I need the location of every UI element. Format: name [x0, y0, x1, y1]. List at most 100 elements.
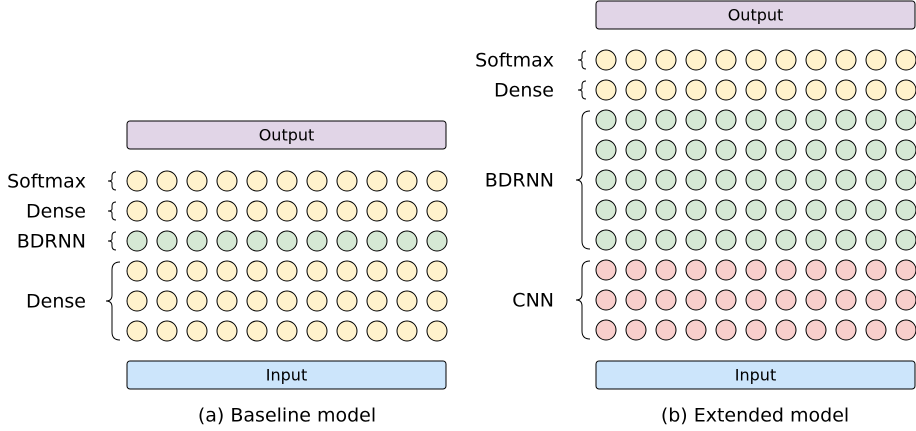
output-label: Output — [259, 126, 315, 145]
layer-group-bdrnn: BDRNN — [485, 109, 916, 251]
neuron-node — [625, 229, 647, 251]
input-box: Input — [595, 360, 916, 390]
neuron-node — [595, 139, 617, 161]
layer-label: BDRNN — [485, 170, 554, 192]
neuron-node — [805, 199, 827, 221]
neuron-node — [336, 320, 358, 342]
neuron-node — [306, 230, 328, 252]
neuron-node — [396, 170, 418, 192]
neuron-node — [715, 229, 737, 251]
layer-brace — [577, 50, 587, 70]
neuron-node — [186, 170, 208, 192]
neuron-node — [835, 79, 857, 101]
neuron-node — [276, 260, 298, 282]
neuron-node — [715, 79, 737, 101]
neuron-node — [745, 109, 767, 131]
neuron-node — [895, 199, 916, 221]
neuron-node — [595, 229, 617, 251]
neuron-node — [306, 170, 328, 192]
neuron-node — [685, 49, 707, 71]
layer-brace — [107, 201, 117, 221]
neuron-node — [895, 259, 916, 281]
neuron-node — [835, 199, 857, 221]
layer-group-cnn: CNN — [512, 259, 916, 341]
layer-group-softmax: Softmax — [7, 170, 448, 193]
layer-brace — [577, 80, 587, 100]
layer-group-softmax: Softmax — [475, 49, 916, 72]
neuron-node — [625, 109, 647, 131]
neuron-node — [246, 320, 268, 342]
neuron-node — [715, 199, 737, 221]
layer-brace — [575, 110, 591, 250]
neuron-node — [595, 289, 617, 311]
neuron-node — [715, 319, 737, 341]
neuron-node — [835, 289, 857, 311]
layer-label: Dense — [26, 291, 86, 313]
neuron-node — [895, 289, 916, 311]
layer-group-dense: Dense — [26, 260, 448, 342]
neuron-node — [685, 79, 707, 101]
layer-brace — [105, 261, 121, 341]
output-box-rect — [126, 120, 447, 150]
neuron-node — [685, 169, 707, 191]
neuron-node — [775, 229, 797, 251]
neuron-node — [805, 169, 827, 191]
neuron-node — [685, 139, 707, 161]
neuron-node — [685, 259, 707, 281]
neuron-node — [715, 139, 737, 161]
neuron-node — [805, 229, 827, 251]
neuron-node — [895, 169, 916, 191]
neuron-node — [246, 230, 268, 252]
layer-brace — [575, 260, 591, 340]
input-box-rect — [126, 360, 447, 390]
neuron-node — [655, 229, 677, 251]
neuron-node — [865, 109, 887, 131]
neuron-node — [655, 289, 677, 311]
neuron-node — [336, 290, 358, 312]
neuron-node — [426, 290, 448, 312]
neuron-node — [216, 320, 238, 342]
neuron-node — [775, 79, 797, 101]
neuron-node — [685, 289, 707, 311]
neuron-node — [745, 229, 767, 251]
layer-label: Softmax — [475, 50, 554, 72]
layer-brace — [107, 231, 117, 251]
neuron-node — [805, 49, 827, 71]
neuron-node — [775, 169, 797, 191]
neuron-node — [156, 260, 178, 282]
neuron-node — [595, 109, 617, 131]
neuron-node — [396, 320, 418, 342]
neuron-node — [276, 170, 298, 192]
neuron-node — [216, 260, 238, 282]
neuron-node — [865, 49, 887, 71]
neuron-node — [865, 169, 887, 191]
neuron-node — [655, 169, 677, 191]
neuron-node — [745, 319, 767, 341]
neuron-node — [366, 260, 388, 282]
neuron-node — [276, 230, 298, 252]
neuron-node — [216, 200, 238, 222]
neuron-node — [246, 170, 268, 192]
neuron-node — [426, 230, 448, 252]
output-box-rect — [595, 0, 916, 30]
input-box: Input — [126, 360, 447, 390]
neuron-node — [396, 290, 418, 312]
input-label: Input — [735, 366, 776, 385]
neuron-node — [216, 290, 238, 312]
neuron-node — [595, 259, 617, 281]
neuron-node — [336, 260, 358, 282]
neuron-node — [276, 200, 298, 222]
neuron-node — [186, 200, 208, 222]
neuron-node — [595, 49, 617, 71]
neuron-node — [655, 49, 677, 71]
neuron-node — [685, 109, 707, 131]
neuron-node — [715, 259, 737, 281]
neuron-node — [895, 109, 916, 131]
neuron-node — [366, 290, 388, 312]
neuron-node — [216, 170, 238, 192]
neuron-node — [835, 259, 857, 281]
neuron-node — [715, 109, 737, 131]
neuron-node — [835, 169, 857, 191]
neuron-node — [156, 200, 178, 222]
